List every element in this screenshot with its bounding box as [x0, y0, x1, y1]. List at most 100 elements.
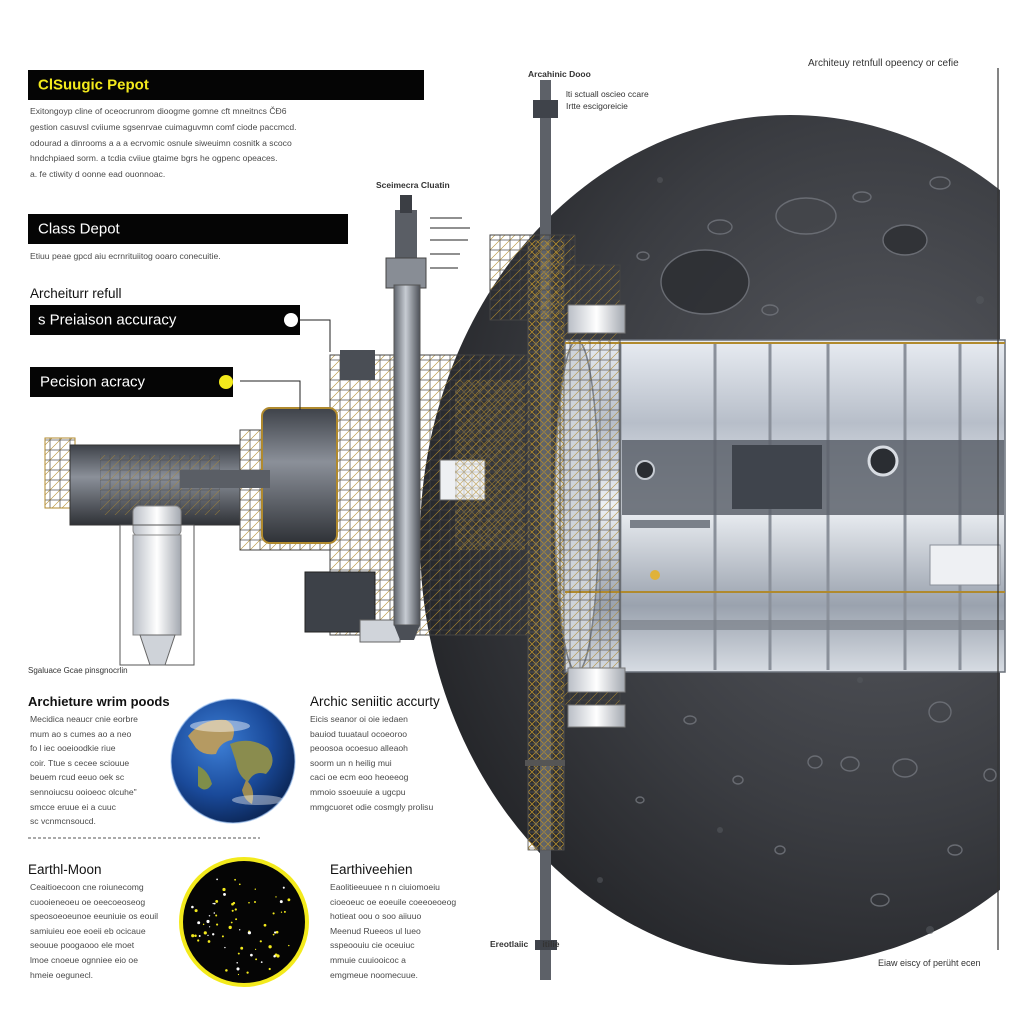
callout-bar-1: s Preiaison accuracy: [30, 305, 300, 335]
panel2-body: Etiuu peae gpcd aiu ecrnrituiitog ooaro …: [30, 251, 221, 261]
star-dot: [268, 967, 271, 971]
central-mast: [525, 80, 565, 980]
star-dot: [235, 918, 238, 921]
star-dot: [221, 935, 224, 938]
star-dot: [212, 933, 215, 936]
star-dot: [216, 878, 218, 881]
bottom-right-caption: Eiaw eiscy of perüht ecen: [878, 958, 981, 968]
star-dot: [246, 971, 249, 974]
earth-globe-icon: [170, 698, 296, 824]
callout-bar-2-text: Pecision acracy: [40, 373, 146, 391]
star-dot: [254, 901, 256, 903]
star-dot: [280, 911, 283, 913]
star-dot: [275, 896, 277, 898]
star-dot: [197, 939, 200, 942]
star-dot: [231, 909, 234, 912]
star-dot: [283, 910, 286, 913]
star-dot: [224, 946, 226, 949]
panel1-title: ClSuugic Pepot: [38, 76, 149, 94]
star-dot: [255, 958, 258, 961]
panel1-body: Exitongoyp cline of oceocrunrom dioogme …: [30, 106, 297, 180]
star-dot: [215, 914, 218, 917]
callout-bar-2: Pecision acracy: [30, 367, 233, 397]
star-field-icon: [179, 857, 309, 987]
tower-mid-label: Sceimecra Cluatin: [376, 180, 450, 190]
marker-dot-white: [284, 313, 298, 327]
star-dot: [234, 908, 237, 911]
star-dot: [215, 899, 219, 903]
star-dot: [275, 930, 279, 934]
tower-top-note: lti sctuall oscieo ccare Irtte escigorei…: [566, 89, 649, 111]
panel2-title-bar: Class Depot: [28, 214, 348, 244]
star-dot: [208, 915, 211, 917]
tower-footer-label: Ereotlaiic itilie: [490, 939, 560, 949]
main-tank-module: [554, 339, 1006, 673]
star-dot: [230, 921, 233, 924]
star-dot: [197, 921, 201, 925]
star-dot: [273, 931, 277, 934]
star-dot: [273, 955, 276, 958]
star-dot: [206, 919, 210, 924]
star-dot: [239, 929, 241, 931]
section4-left-body: Ceaitioecoon cne roiunecomg cuooieneoeu …: [30, 882, 159, 980]
star-dot: [213, 902, 216, 905]
star-dot: [282, 886, 285, 889]
panel1-title-bar: ClSuugic Pepot: [28, 70, 424, 100]
section3-left-title: Archieture wrim poods: [28, 694, 170, 709]
section4-right-title: Earthiveehien: [330, 862, 413, 877]
star-dot: [236, 962, 238, 964]
cryo-column: [385, 195, 427, 640]
star-dot: [191, 905, 194, 909]
star-dot: [254, 948, 257, 951]
star-dot: [248, 930, 250, 932]
star-dot: [208, 926, 211, 928]
star-dot: [222, 887, 226, 892]
star-dot: [202, 923, 205, 926]
star-dot: [237, 973, 240, 976]
star-dot: [268, 945, 272, 949]
star-dot: [191, 934, 195, 938]
star-dot: [238, 883, 241, 886]
star-dot: [287, 898, 291, 902]
star-dot: [207, 934, 209, 937]
tower-top-label: Arcahinic Dooo: [528, 69, 591, 79]
star-dot: [254, 888, 256, 890]
star-dot: [216, 923, 219, 926]
scaffold-tower: [489, 234, 626, 728]
section3-right-body: Eicis seanor oi oie iedaen bauiod tuuata…: [310, 714, 434, 812]
star-dot: [260, 961, 263, 963]
star-dot: [272, 912, 275, 915]
callout-bar-1-text: s Preiaison accuracy: [38, 311, 177, 329]
section3-right-title: Archic seniitic accurty: [310, 694, 440, 709]
star-dot: [203, 931, 207, 935]
star-dot: [194, 934, 197, 937]
star-dot: [263, 923, 267, 927]
callout-leaders: [240, 217, 470, 410]
panel2-title: Class Depot: [38, 220, 120, 238]
star-dot: [234, 878, 236, 881]
white-tank: [119, 505, 195, 666]
left-arm: [44, 407, 338, 551]
star-dot: [237, 952, 240, 955]
star-dot: [207, 940, 211, 943]
star-dot: [236, 967, 240, 971]
section4-left-title: Earthl-Moon: [28, 862, 102, 877]
section4-right-body: Eaolitieeuuee n n ciuiomoeiu cioeoeuc oe…: [330, 882, 457, 980]
arch-label: Archeiturr refull: [30, 286, 122, 301]
star-dot: [272, 933, 275, 936]
star-dot: [213, 912, 216, 914]
top-right-caption: Architeuy retnfull opeency or cefie: [808, 58, 959, 69]
star-dot: [212, 902, 214, 905]
star-dot: [198, 935, 201, 937]
star-dot: [248, 901, 250, 904]
star-dot: [247, 931, 252, 935]
section3-left-body: Mecidica neaucr cnie eorbre mum ao s cum…: [30, 714, 138, 827]
star-dot: [288, 944, 290, 947]
left-footer-label: Sgaluace Gcae pinsgnocrlin: [28, 666, 128, 675]
star-dot: [231, 902, 234, 906]
star-dot: [259, 940, 262, 943]
star-dot: [240, 946, 244, 950]
star-dot: [279, 900, 283, 904]
star-dot: [228, 925, 232, 930]
